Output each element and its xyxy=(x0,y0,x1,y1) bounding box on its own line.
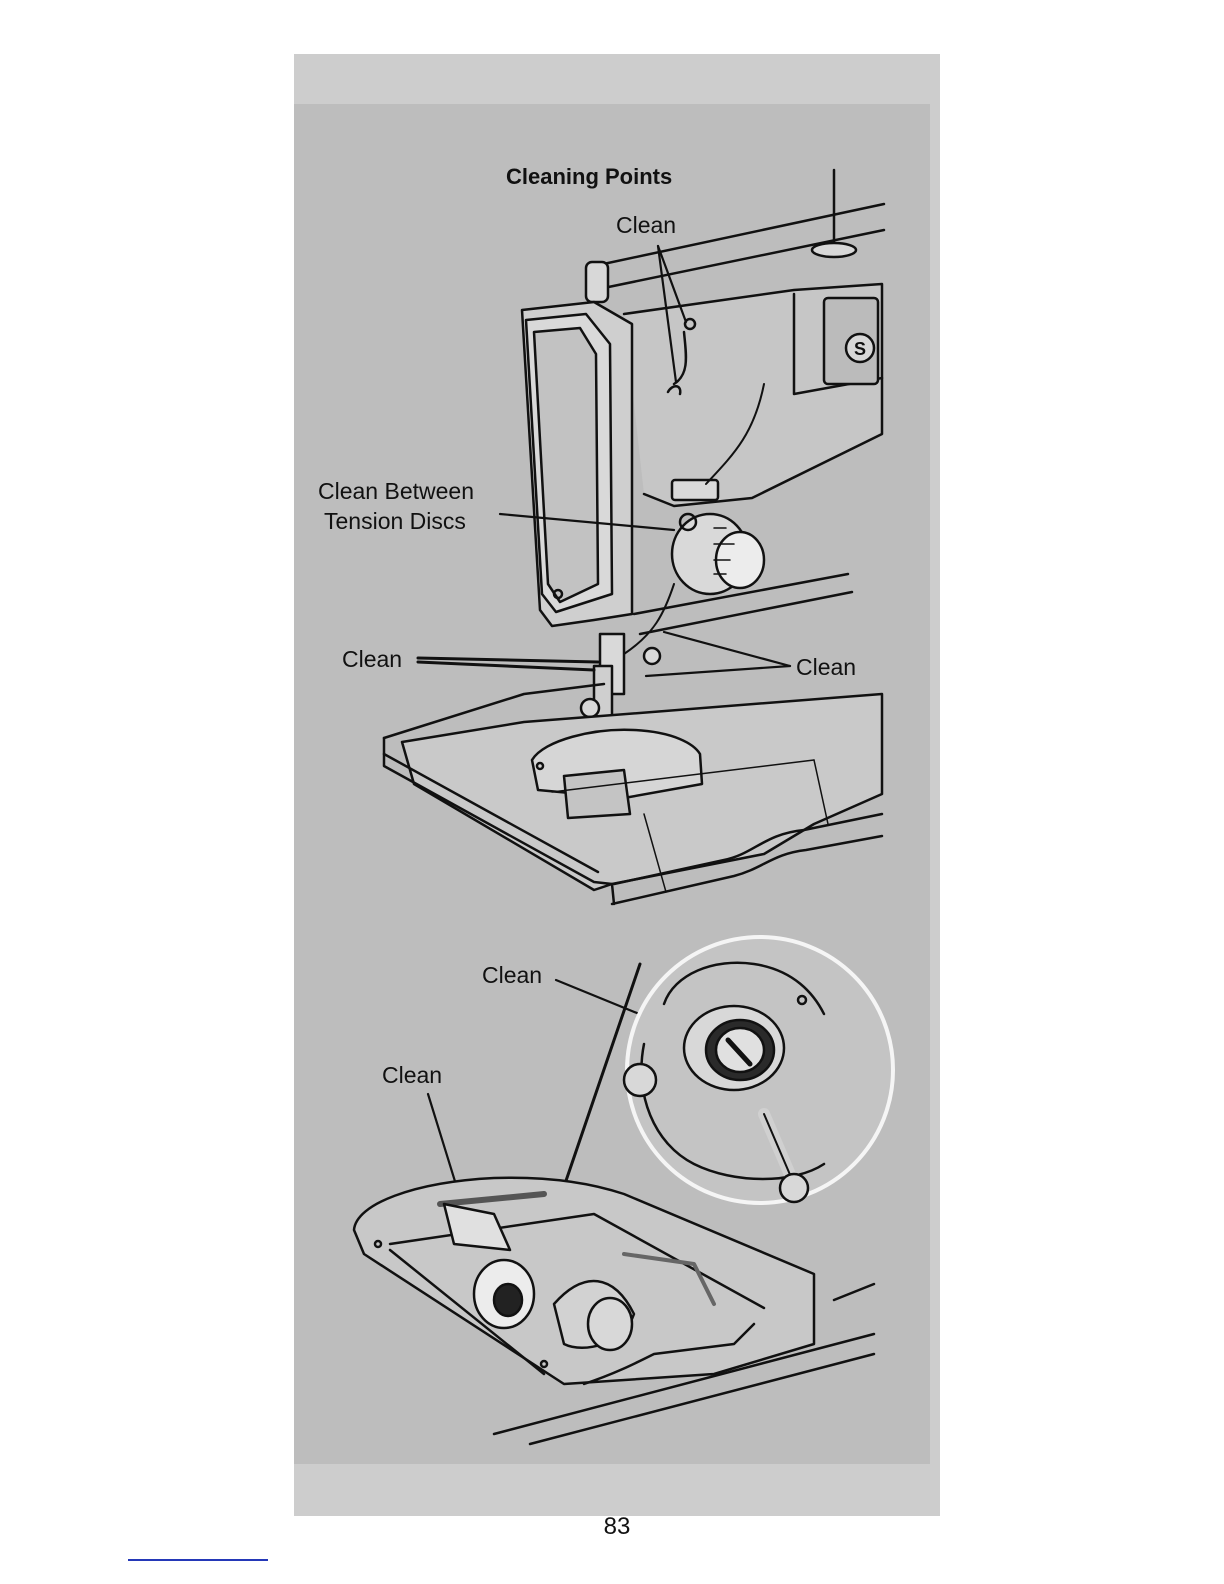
label-clean-between-line1: Clean Between xyxy=(318,480,474,503)
svg-text:S: S xyxy=(854,339,866,359)
label-clean-feed-dog: Clean xyxy=(382,1064,442,1087)
label-clean-thread-guides: Clean xyxy=(616,214,676,237)
hook-area xyxy=(354,1178,874,1444)
bobbin-closeup xyxy=(624,937,893,1203)
page-number: 83 xyxy=(294,1513,940,1541)
label-clean-bobbin-case: Clean xyxy=(482,964,542,987)
face-plate xyxy=(522,302,632,626)
sewing-machine-illustration: S xyxy=(294,54,940,1516)
label-clean-presser-bar: Clean xyxy=(796,656,856,679)
page-title: Cleaning Points xyxy=(506,166,672,188)
manual-page: S xyxy=(294,54,940,1516)
label-clean-between-line2: Tension Discs xyxy=(324,510,466,533)
footnote-rule xyxy=(128,1559,268,1561)
singer-logo-icon: S xyxy=(846,334,874,362)
machine-bed xyxy=(384,684,882,904)
label-clean-needle-bar: Clean xyxy=(342,648,402,671)
stitch-knob-icon xyxy=(586,262,608,302)
